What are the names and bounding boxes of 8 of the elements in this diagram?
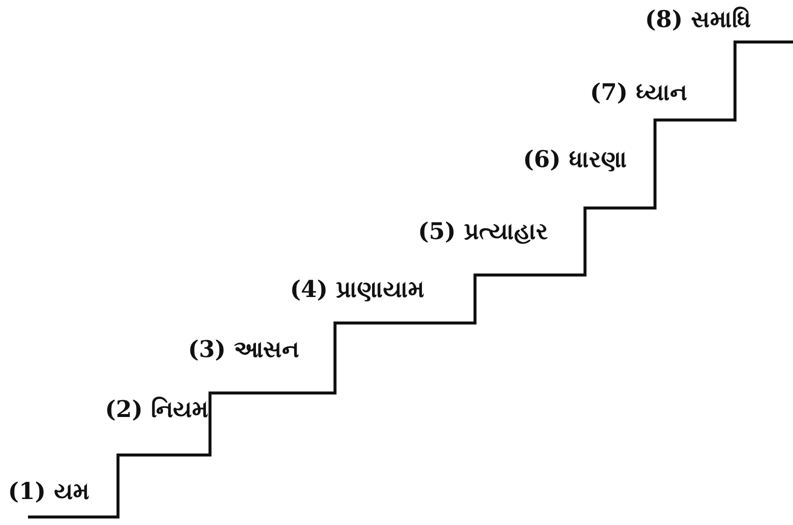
step-label: (1) યમ xyxy=(8,478,89,506)
step-label: (6) ધારણા xyxy=(523,146,627,174)
step-label: (8) સમાધિ xyxy=(645,6,751,34)
step-label: (3) આસન xyxy=(188,336,299,364)
step-label: (5) પ્રત્યાહાર xyxy=(418,218,548,246)
step-label: (2) નિયમ xyxy=(105,396,208,424)
step-label: (7) ધ્યાન xyxy=(590,79,687,107)
step-label: (4) પ્રાણાયામ xyxy=(290,276,424,304)
